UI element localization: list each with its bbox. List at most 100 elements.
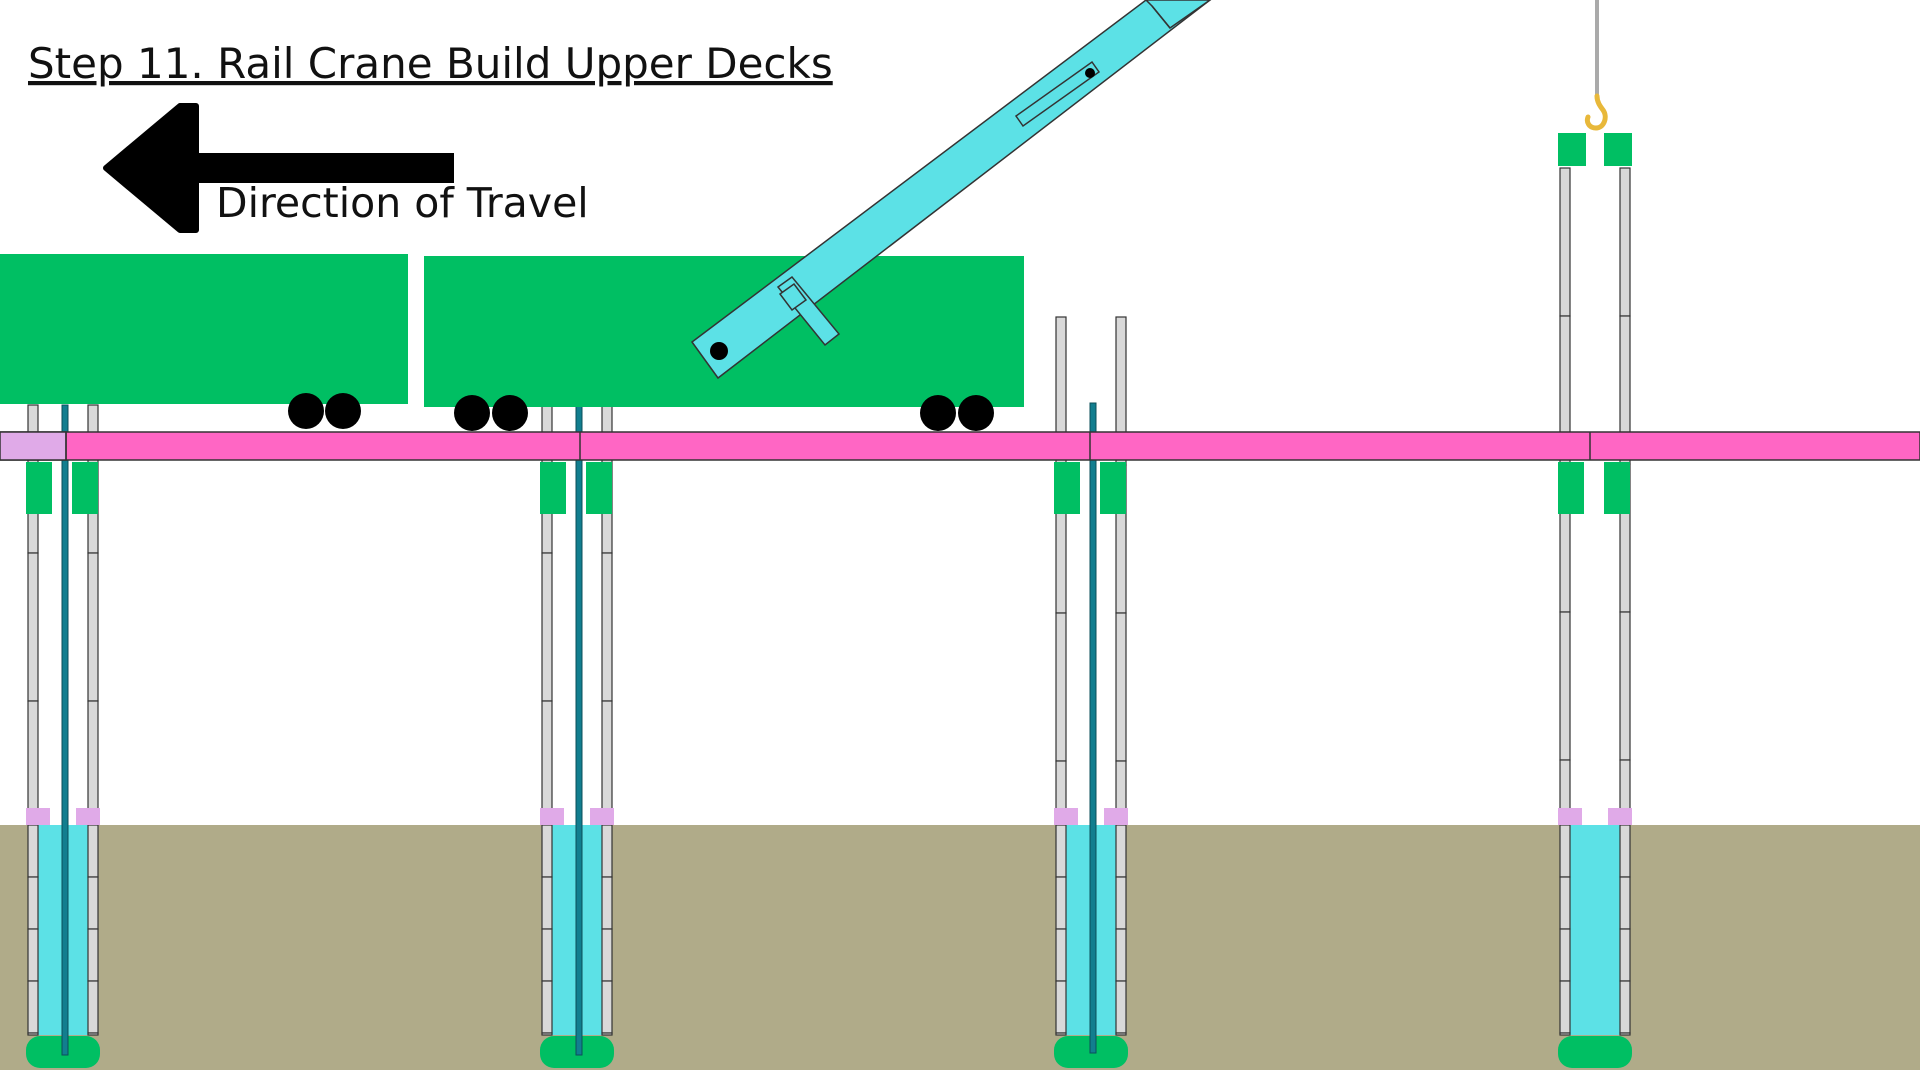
- casing-segment: [601, 824, 613, 878]
- casing-segment: [1055, 824, 1067, 878]
- casing-segment: [27, 700, 39, 811]
- crane-hook-icon: [1584, 93, 1608, 131]
- casing-segment: [541, 824, 553, 878]
- rail-deck: [0, 431, 1920, 461]
- casing-segment: [1115, 876, 1127, 930]
- casing-segment: [1619, 876, 1631, 930]
- casing-segment: [1619, 167, 1631, 317]
- footing: [1558, 1036, 1632, 1068]
- casing-segment: [1115, 612, 1127, 762]
- casing-segment: [87, 1032, 99, 1036]
- page-title: Step 11. Rail Crane Build Upper Decks: [28, 39, 833, 88]
- rebar: [575, 404, 583, 1056]
- casing-segment: [27, 552, 39, 702]
- ground-pad: [540, 808, 564, 825]
- ground-pad: [1558, 808, 1582, 825]
- pile-cap-block: [1100, 462, 1126, 514]
- railcar-left: [0, 254, 408, 429]
- ground-pad: [76, 808, 100, 825]
- pile-cap-block: [1604, 462, 1630, 514]
- upper-cap-blocks: [1558, 133, 1632, 166]
- casing-segment: [541, 876, 553, 930]
- casing-segment: [27, 1032, 39, 1036]
- casing-segment: [1559, 928, 1571, 982]
- ground-pad: [26, 808, 50, 825]
- pile-cap-block: [586, 462, 612, 514]
- casing-segment: [1055, 1032, 1067, 1036]
- casing-segment: [1619, 824, 1631, 878]
- casing-segment: [1559, 611, 1571, 761]
- casing-segment: [27, 928, 39, 982]
- wheel: [325, 393, 361, 429]
- wheel: [492, 395, 528, 431]
- casing-segment: [87, 552, 99, 702]
- pile-cap-block: [72, 462, 98, 514]
- casing-segment: [601, 928, 613, 982]
- casing-segment: [1559, 167, 1571, 317]
- pile-cap-block: [1054, 462, 1080, 514]
- casing-segment: [1559, 824, 1571, 878]
- casing-segment: [1559, 759, 1571, 811]
- arrow-left-icon: [103, 103, 454, 233]
- wheel: [920, 395, 956, 431]
- casing-segment: [1619, 611, 1631, 761]
- casing-segment: [1115, 824, 1127, 878]
- casing-segment: [541, 700, 553, 811]
- pile-cap-block: [1558, 133, 1586, 166]
- ground-pad: [1104, 808, 1128, 825]
- casing-segment: [1115, 928, 1127, 982]
- wheel: [958, 395, 994, 431]
- casing-segment: [1055, 980, 1067, 1034]
- pile-cap-block: [26, 462, 52, 514]
- casing-segment: [601, 700, 613, 811]
- casing-segment: [1619, 1032, 1631, 1036]
- casing-segment: [87, 980, 99, 1034]
- pier-3: [1054, 316, 1128, 1068]
- casing-segment: [601, 552, 613, 702]
- casing-segment: [1055, 760, 1067, 811]
- casing-segment: [1559, 980, 1571, 1034]
- pier-columns: [26, 133, 1632, 1068]
- deck-beam: [0, 431, 1920, 461]
- pile-cap-block: [540, 462, 566, 514]
- wheel: [454, 395, 490, 431]
- casing-segment: [601, 1032, 613, 1036]
- pier-4: [1558, 167, 1632, 1068]
- casing-segment: [27, 824, 39, 878]
- casing-segment: [1619, 928, 1631, 982]
- casing-segment: [1559, 876, 1571, 930]
- ground-pad: [1054, 808, 1078, 825]
- rebar: [61, 404, 69, 1056]
- casing-segment: [601, 876, 613, 930]
- casing-segment: [541, 552, 553, 702]
- casing-segment: [1055, 612, 1067, 762]
- ground: [0, 825, 1920, 1070]
- casing-segment: [27, 876, 39, 930]
- casing-segment: [87, 876, 99, 930]
- pier-1: [26, 404, 100, 1068]
- rebar: [1089, 402, 1097, 1054]
- bore-fill: [1570, 825, 1620, 1035]
- casing-segment: [27, 980, 39, 1034]
- pier-2: [540, 404, 614, 1068]
- deck-end-pad: [0, 431, 67, 461]
- ground-pad: [1608, 808, 1632, 825]
- casing-segment: [87, 928, 99, 982]
- pile-cap-block: [1604, 133, 1632, 166]
- casing-segment: [1055, 876, 1067, 930]
- casing-segment: [1115, 980, 1127, 1034]
- casing-segment: [541, 980, 553, 1034]
- casing-segment: [87, 700, 99, 811]
- casing-segment: [1619, 759, 1631, 811]
- casing-segment: [541, 928, 553, 982]
- direction-label: Direction of Travel: [216, 179, 589, 227]
- casing-segment: [601, 980, 613, 1034]
- pile-cap-block: [1558, 462, 1584, 514]
- casing-segment: [1619, 980, 1631, 1034]
- wheel: [288, 393, 324, 429]
- casing-segment: [1115, 760, 1127, 811]
- boom-pivot: [710, 342, 728, 360]
- casing-segment: [1559, 1032, 1571, 1036]
- crane-boom: [690, 0, 1212, 380]
